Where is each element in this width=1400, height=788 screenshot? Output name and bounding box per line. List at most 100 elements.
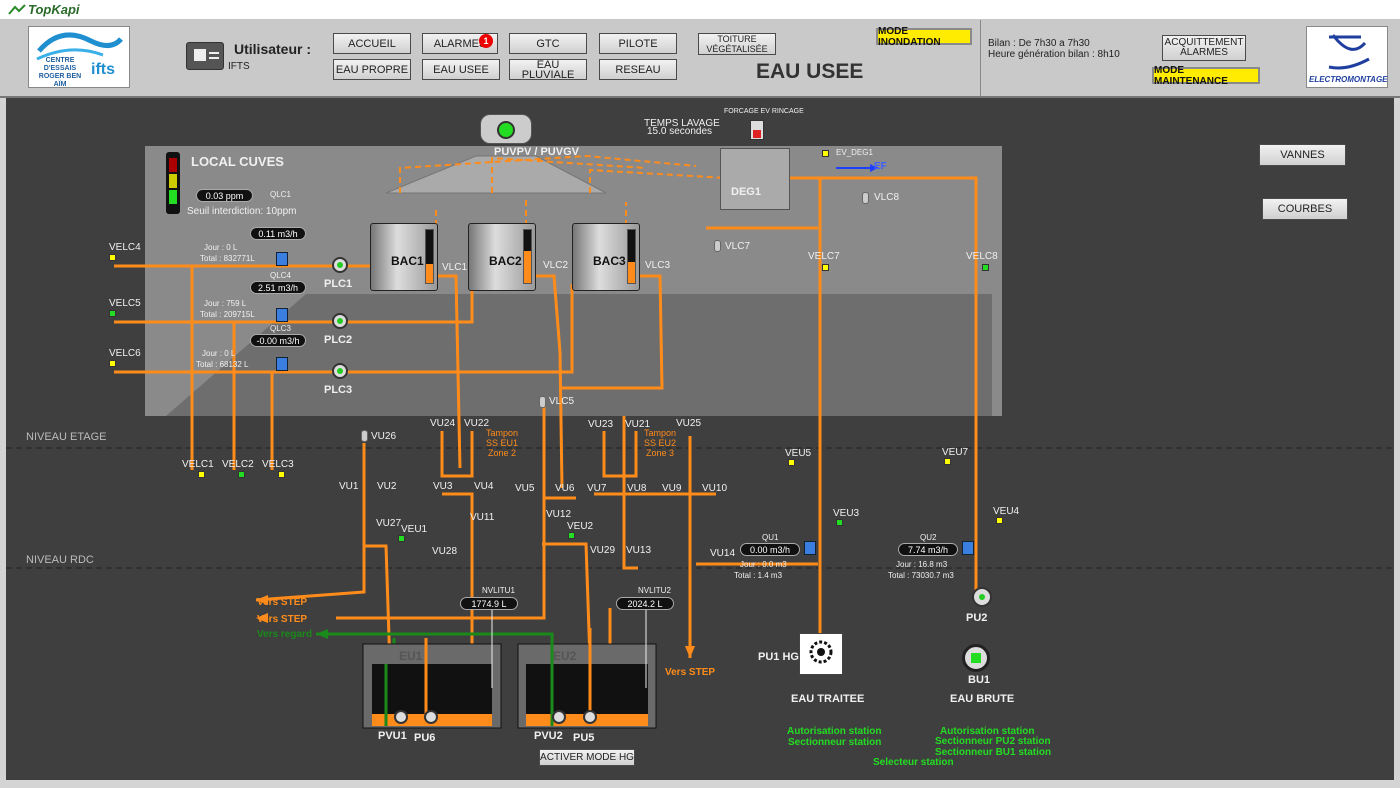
vlc5-label: VLC5 xyxy=(549,396,575,407)
ev-deg1-label: EV_DEG1 xyxy=(836,148,873,157)
eu2-label: EU2 xyxy=(553,649,577,663)
vlc7-valve[interactable] xyxy=(714,240,721,252)
plc2-pump[interactable] xyxy=(332,313,348,329)
eu1-label: EU1 xyxy=(399,649,423,663)
vu21-label: VU21 xyxy=(625,419,651,430)
velc8-label: VELC8 xyxy=(966,251,998,262)
veu4-indicator[interactable] xyxy=(996,517,1003,524)
nav-accueil[interactable]: ACCUEIL xyxy=(333,33,411,54)
bac2-tank[interactable]: BAC2 xyxy=(468,223,536,291)
forcage-label: FORCAGE EV RINCAGE xyxy=(724,108,804,115)
vannes-button[interactable]: VANNES xyxy=(1259,144,1346,166)
veu2-indicator[interactable] xyxy=(568,532,575,539)
velc7-label: VELC7 xyxy=(808,251,840,262)
nav-toiture[interactable]: TOITURE VÉGÉTALISÉE xyxy=(698,33,776,55)
vlc8-label: VLC8 xyxy=(874,192,900,203)
plc3-pump[interactable] xyxy=(332,363,348,379)
deg1-label: DEG1 xyxy=(731,186,761,198)
header: CENTRE D'ESSAIS ROGER BEN AÏM ifts Utili… xyxy=(0,20,1400,98)
velc4-label: VELC4 xyxy=(109,242,141,253)
vlc5-valve[interactable] xyxy=(539,396,546,408)
vu29-label: VU29 xyxy=(590,545,616,556)
puvpv-fan-icon[interactable] xyxy=(480,114,532,144)
velc5-indicator[interactable] xyxy=(109,310,116,317)
nav-gtc[interactable]: GTC xyxy=(509,33,587,54)
deg1-unit[interactable] xyxy=(720,148,790,210)
vlc8-valve[interactable] xyxy=(862,192,869,204)
acquittement-button[interactable]: ACQUITTEMENT ALARMES xyxy=(1162,35,1246,61)
vu2-label: VU2 xyxy=(377,481,397,492)
qu1-jour: Jour : 0.0 m3 xyxy=(740,560,787,569)
qlc1-jour: Jour : 0 L xyxy=(204,243,238,252)
pvu1-label: PVU1 xyxy=(378,730,407,742)
status2-sectionneur-pu2: Sectionneur PU2 station xyxy=(935,736,1051,747)
nav-eau-pluviale[interactable]: EAU PLUVIALE xyxy=(509,59,587,80)
pvu1-pump[interactable] xyxy=(394,710,408,724)
activer-mode-hg-button[interactable]: ACTIVER MODE HG xyxy=(539,749,635,766)
velc2-label: VELC2 xyxy=(222,459,254,470)
qlc1-total: Total : 832771L xyxy=(200,254,255,263)
velc8-indicator[interactable] xyxy=(982,264,989,271)
pu2-pump[interactable] xyxy=(972,587,992,607)
velc6-indicator[interactable] xyxy=(109,360,116,367)
velc7-indicator[interactable] xyxy=(822,264,829,271)
vers-step-2: Vers STEP xyxy=(257,614,308,625)
qlc4-meter-icon[interactable] xyxy=(276,308,288,322)
veu5-indicator[interactable] xyxy=(788,459,795,466)
plc1-pump[interactable] xyxy=(332,257,348,273)
nav-pilote[interactable]: PILOTE xyxy=(599,33,677,54)
vlc1-label: VLC1 xyxy=(442,262,468,273)
vu26-valve[interactable] xyxy=(361,430,368,442)
forcage-switch[interactable] xyxy=(750,120,764,140)
veu3-indicator[interactable] xyxy=(836,519,843,526)
selecteur-station: Selecteur station xyxy=(873,757,954,768)
plc3-label: PLC3 xyxy=(324,384,353,396)
qlc4-jour: Jour : 759 L xyxy=(204,299,247,308)
velc2-indicator[interactable] xyxy=(238,471,245,478)
page-title: EAU USEE xyxy=(756,60,864,83)
niveau-rdc: NIVEAU RDC xyxy=(26,554,94,566)
nav-reseau[interactable]: RESEAU xyxy=(599,59,677,80)
logo-brand: ifts xyxy=(91,61,115,78)
mode-inondation-button[interactable]: MODE INONDATION xyxy=(876,26,972,48)
veu1-indicator[interactable] xyxy=(398,535,405,542)
electromontage-logo: ELECTROMONTAGE xyxy=(1306,26,1388,88)
seuil-text: Seuil interdiction: 10ppm xyxy=(187,206,297,217)
veu7-indicator[interactable] xyxy=(944,458,951,465)
vu1-label: VU1 xyxy=(339,481,359,492)
puvpv-label: PUVPV / PUVGV xyxy=(494,146,579,158)
bac3-tank[interactable]: BAC3 xyxy=(572,223,640,291)
pvu2-pump[interactable] xyxy=(552,710,566,724)
qlc3-meter-icon[interactable] xyxy=(276,357,288,371)
vu22-label: VU22 xyxy=(464,418,490,429)
qlc1-flow: 0.11 m3/h xyxy=(250,227,306,240)
qu1-meter-icon[interactable] xyxy=(804,541,816,555)
vu3-label: VU3 xyxy=(433,481,453,492)
niveau-etage: NIVEAU ETAGE xyxy=(26,431,107,443)
bu1-blower-icon[interactable] xyxy=(962,644,990,672)
qu2-label: QU2 xyxy=(920,533,937,542)
velc1-indicator[interactable] xyxy=(198,471,205,478)
plc2-label: PLC2 xyxy=(324,334,353,346)
qlc1-meter-icon[interactable] xyxy=(276,252,288,266)
bac1-tank[interactable]: BAC1 xyxy=(370,223,438,291)
nvlitu1-label: NVLITU1 xyxy=(482,586,515,595)
user-icon[interactable] xyxy=(186,42,224,70)
vlc2-label: VLC2 xyxy=(543,260,569,271)
velc4-indicator[interactable] xyxy=(109,254,116,261)
velc3-indicator[interactable] xyxy=(278,471,285,478)
pu5-pump[interactable] xyxy=(583,710,597,724)
pu6-pump[interactable] xyxy=(424,710,438,724)
pu1hg-icon[interactable] xyxy=(799,633,843,675)
nav-eau-propre[interactable]: EAU PROPRE xyxy=(333,59,411,80)
status2-autorisation: Autorisation station xyxy=(940,726,1035,737)
nav-eau-usee[interactable]: EAU USEE xyxy=(422,59,500,80)
qlc3-total: Total : 68132 L xyxy=(196,360,249,369)
qu2-meter-icon[interactable] xyxy=(962,541,974,555)
courbes-button[interactable]: COURBES xyxy=(1262,198,1348,220)
ppm-value: 0.03 ppm xyxy=(196,189,253,202)
vu11-label: VU11 xyxy=(470,512,495,523)
tampon1-line1: Tampon xyxy=(486,428,519,438)
mode-maintenance-button[interactable]: MODE MAINTENANCE xyxy=(1152,65,1260,87)
nvlitu2-value: 2024.2 L xyxy=(616,597,674,610)
